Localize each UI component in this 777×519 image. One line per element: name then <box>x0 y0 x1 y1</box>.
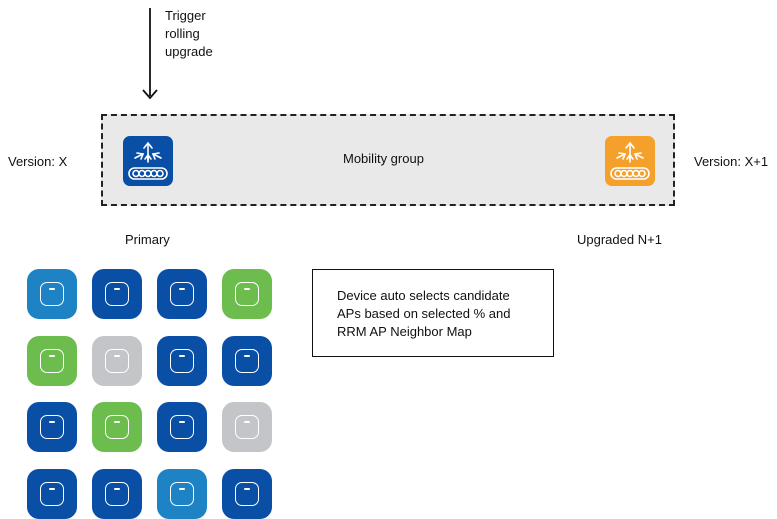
wireless-controller-icon <box>128 141 168 180</box>
access-point-led <box>179 421 185 423</box>
access-point-icon <box>157 269 207 319</box>
access-point-led <box>49 288 55 290</box>
access-point-led <box>244 487 250 490</box>
primary-label: Primary <box>125 232 170 247</box>
access-point-body <box>40 348 64 373</box>
info-line: RRM AP Neighbor Map <box>337 324 472 339</box>
access-point-body <box>170 481 194 506</box>
info-line: Device auto selects candidate <box>337 288 510 303</box>
access-point-body <box>40 481 64 506</box>
down-arrow-icon <box>142 8 158 100</box>
trigger-line: upgrade <box>165 44 213 59</box>
access-point-led <box>114 288 120 290</box>
access-point-icon <box>222 468 272 519</box>
trigger-line: rolling <box>165 26 200 41</box>
access-point-body <box>105 415 129 439</box>
access-point-icon <box>27 402 77 452</box>
info-text: Device auto selects candidate APs based … <box>337 287 547 341</box>
upgraded-controller-icon <box>605 136 655 186</box>
access-point-body <box>105 481 129 506</box>
upgraded-label: Upgraded N+1 <box>577 232 662 247</box>
access-point-icon <box>157 335 207 386</box>
access-point-icon <box>157 468 207 519</box>
mobility-group-label: Mobility group <box>343 151 424 166</box>
primary-controller-icon <box>123 136 173 186</box>
access-point-body <box>40 415 64 439</box>
access-point-icon <box>222 402 272 452</box>
access-point-body <box>170 282 194 306</box>
access-point-icon <box>92 269 142 319</box>
access-point-led <box>179 487 185 490</box>
access-point-led <box>49 354 55 357</box>
access-point-body <box>235 348 259 373</box>
access-point-led <box>114 421 120 423</box>
info-line: APs based on selected % and <box>337 306 511 321</box>
access-point-led <box>244 288 250 290</box>
access-point-led <box>179 288 185 290</box>
access-point-body <box>235 282 259 306</box>
access-point-body <box>170 415 194 439</box>
access-point-icon <box>27 335 77 386</box>
access-point-body <box>235 415 259 439</box>
info-box <box>312 269 554 357</box>
wireless-controller-icon <box>610 141 650 180</box>
access-point-led <box>49 421 55 423</box>
access-point-body <box>105 282 129 306</box>
access-point-icon <box>222 335 272 386</box>
access-point-led <box>179 354 185 357</box>
access-point-body <box>40 282 64 306</box>
access-point-icon <box>92 468 142 519</box>
access-point-body <box>170 348 194 373</box>
access-point-body <box>105 348 129 373</box>
access-point-icon <box>27 468 77 519</box>
access-point-icon <box>27 269 77 319</box>
access-point-led <box>114 487 120 490</box>
trigger-line: Trigger <box>165 8 206 23</box>
access-point-led <box>49 487 55 490</box>
access-point-led <box>114 354 120 357</box>
access-point-icon <box>157 402 207 452</box>
version-right-label: Version: X+1 <box>694 154 769 169</box>
access-point-led <box>244 354 250 357</box>
version-left-label: Version: X <box>8 154 68 169</box>
mobility-group-box <box>101 114 675 206</box>
access-point-led <box>244 421 250 423</box>
trigger-label: Trigger rolling upgrade <box>165 7 255 61</box>
access-point-icon <box>92 402 142 452</box>
access-point-body <box>235 481 259 506</box>
access-point-icon <box>92 335 142 386</box>
access-point-icon <box>222 269 272 319</box>
